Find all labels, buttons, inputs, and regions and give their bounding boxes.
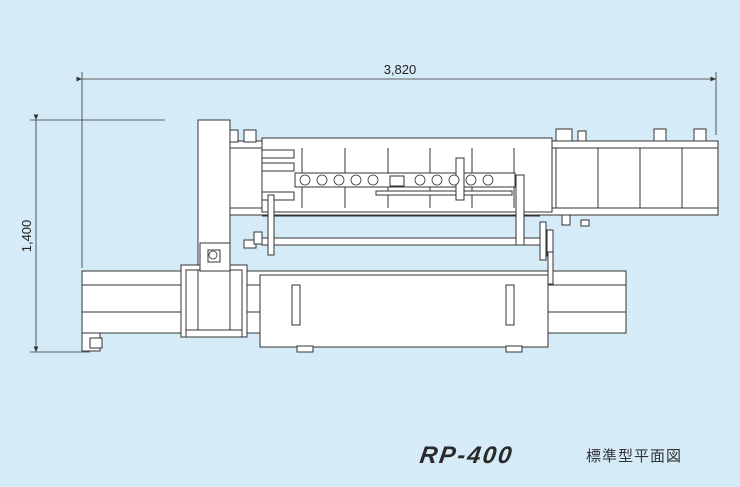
drawing-caption: 標準型平面図 [586, 447, 683, 465]
pusher-rollers [208, 174, 494, 260]
height-dimension-label: 1,400 [19, 220, 34, 253]
height-dimension [30, 114, 165, 353]
width-dimension-label: 3,820 [384, 62, 417, 77]
width-dimension [76, 72, 717, 268]
model-name: RP-400 [418, 442, 516, 469]
machine-outline [81, 119, 719, 353]
